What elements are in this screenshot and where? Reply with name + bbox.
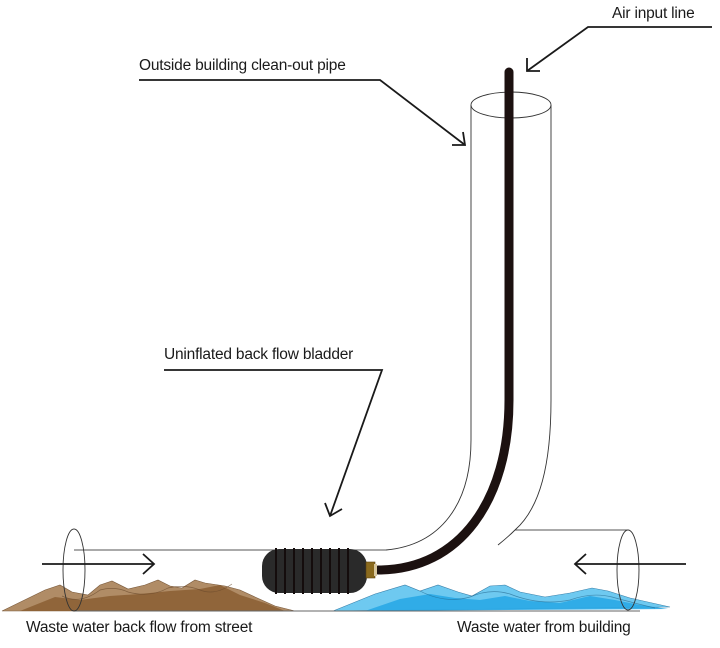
bladder-ribs (275, 548, 349, 594)
bladder-body (262, 549, 367, 593)
label-street-backflow: Waste water back flow from street (26, 619, 253, 636)
street-water-wave-line (61, 583, 233, 600)
bladder-fitting (365, 561, 376, 579)
backflow-bladder (262, 548, 377, 594)
pipe-left-opening (62, 528, 86, 612)
leader-bladder (164, 369, 384, 518)
air-input-hose (373, 67, 514, 575)
street-water-front-layer (20, 585, 285, 611)
arrow-left-icon (573, 553, 686, 575)
leader-air-input-line (526, 26, 712, 72)
arrow-right-icon (42, 553, 156, 575)
leader-clean-out-pipe (139, 79, 467, 146)
pipe-right-opening (616, 529, 640, 611)
clean-out-right-wall (497, 105, 552, 546)
clean-out-left-wall (385, 105, 472, 551)
bladder-fitting-collar (374, 564, 377, 576)
label-air-input-line: Air input line (612, 5, 695, 22)
building-water-wave-line (419, 590, 656, 609)
label-bladder: Uninflated back flow bladder (164, 346, 354, 363)
building-waste-water (332, 584, 671, 612)
clean-out-pipe (385, 91, 552, 551)
street-waste-water (1, 579, 296, 612)
label-building-water: Waste water from building (457, 619, 631, 636)
label-clean-out-pipe: Outside building clean-out pipe (139, 57, 346, 74)
